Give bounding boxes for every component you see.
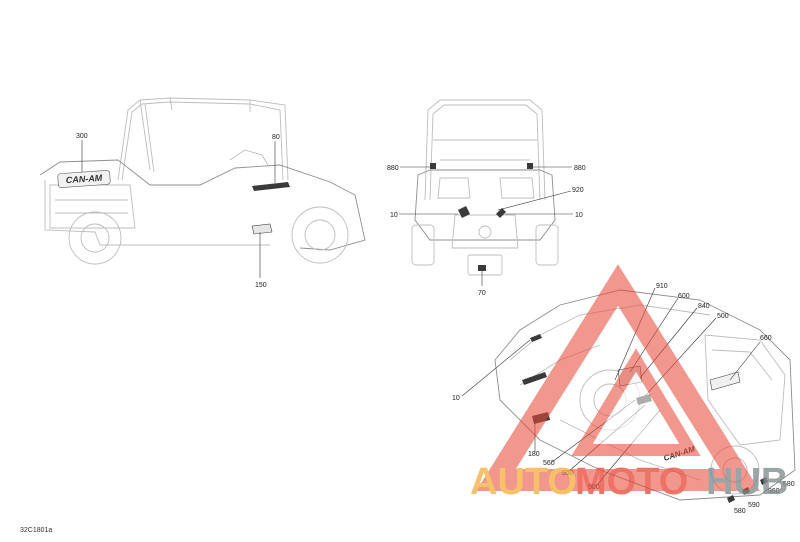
side-stripe-decal	[252, 182, 290, 191]
callout-920: 920	[572, 187, 584, 194]
callout-880-right: 880	[574, 165, 586, 172]
watermark-hub: HUB	[706, 461, 788, 503]
front-right-hood-decal	[496, 208, 506, 218]
callout-10-front-left: 10	[390, 212, 398, 219]
callout-80: 80	[272, 134, 280, 141]
side-view-vehicle: CAN-AM	[39, 97, 366, 278]
rear-bumper-decal-a	[727, 495, 735, 503]
callout-580-a: 580	[783, 481, 795, 488]
callout-910: 910	[656, 283, 668, 290]
callout-10-rear: 10	[452, 395, 460, 402]
front-left-hood-decal	[458, 206, 470, 218]
rear-cargo-decal	[709, 371, 741, 391]
callout-150: 150	[255, 282, 267, 289]
side-logo-decal: CAN-AM	[57, 170, 111, 188]
callout-600: 600	[678, 293, 690, 300]
callout-70: 70	[478, 290, 486, 297]
watermark: AUTO MOTO HUB	[470, 264, 788, 503]
callout-960: 960	[768, 488, 780, 495]
callout-590: 590	[748, 502, 760, 509]
watermark-triangle-logo	[476, 264, 760, 491]
front-view-vehicle	[399, 99, 573, 286]
side-panel-decal	[251, 223, 273, 235]
callout-880-left: 880	[387, 165, 399, 172]
rear-hood-decal	[530, 334, 542, 342]
callout-10-front-right: 10	[575, 212, 583, 219]
callout-660: 660	[760, 335, 772, 342]
watermark-auto: AUTO	[470, 461, 577, 503]
callout-840: 840	[698, 303, 710, 310]
front-left-warning-decal	[430, 163, 436, 169]
side-logo-text: CAN-AM	[65, 173, 103, 186]
rear-side-stripe-decal	[522, 372, 547, 385]
front-plate-decal	[478, 265, 486, 271]
callout-300: 300	[76, 133, 88, 140]
rear-bumper-decal-c	[760, 477, 768, 485]
diagram-reference-code: 32C1801a	[20, 527, 53, 534]
callout-500: 500	[717, 313, 729, 320]
callout-180: 180	[528, 451, 540, 458]
callout-580-b: 580	[734, 508, 746, 515]
watermark-moto: MOTO	[575, 461, 688, 503]
callout-560: 560	[543, 460, 555, 467]
front-right-warning-decal	[527, 163, 533, 169]
